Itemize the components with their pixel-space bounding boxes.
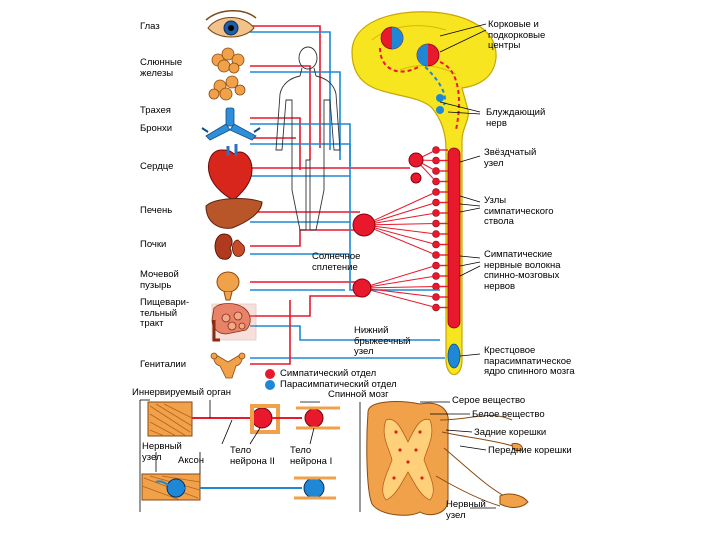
label-spinal-cord: Спинной мозг	[328, 389, 389, 400]
kidneys-icon	[214, 233, 245, 260]
label-digestive: Пищевари- тельный тракт	[140, 297, 190, 329]
legend-parasympathetic-marker	[265, 380, 275, 390]
legend-parasympathetic-label: Парасимпатический отдел	[280, 379, 397, 390]
label-neuron-1: Тело нейрона I	[290, 445, 333, 467]
label-bronchi: Бронхи	[140, 123, 173, 134]
label-innervated-organ: Иннервируемый орган	[132, 387, 232, 398]
label-neuron-2: Тело нейрона II	[230, 445, 275, 467]
genitals-icon	[210, 352, 246, 379]
legend-sympathetic-marker	[265, 369, 275, 379]
liver-icon	[205, 198, 263, 229]
digestive-tract-icon	[211, 303, 257, 342]
heart-icon	[208, 144, 253, 201]
right-leader-lines	[439, 23, 487, 357]
sympathetic-chain	[432, 146, 448, 312]
brain-and-spinal-cord	[351, 11, 497, 376]
sacral-parasympathetic-nucleus	[447, 343, 461, 369]
legend	[265, 369, 275, 390]
label-kidneys: Почки	[140, 239, 167, 250]
reflex-arc-diagram	[139, 399, 361, 512]
label-vagus: Блуждающий нерв	[486, 107, 546, 129]
eye-icon	[205, 10, 257, 38]
label-liver: Печень	[140, 205, 173, 216]
plexus-fan-lines	[361, 149, 437, 308]
label-lower-mesenteric: Нижний брыжеечный узел	[354, 325, 411, 357]
label-sympathetic-fibers: Симпатические нервные волокна спинно-моз…	[484, 249, 561, 292]
trachea-bronchi-icon	[201, 107, 261, 141]
label-salivary: Слюнные железы	[140, 57, 183, 79]
label-genitals: Гениталии	[140, 359, 187, 370]
label-solar-plexus: Солнечное сплетение	[312, 251, 361, 273]
label-axon: Аксон	[178, 455, 204, 466]
label-stellate: Звёздчатый узел	[484, 147, 537, 169]
stellate-node	[408, 152, 424, 168]
legend-sympathetic-label: Симпатический отдел	[280, 368, 377, 379]
label-posterior-roots: Задние корешки	[474, 427, 547, 438]
sympathetic-column	[447, 147, 461, 329]
label-heart: Сердце	[140, 161, 174, 172]
salivary-glands-icon	[208, 47, 246, 101]
organs	[201, 10, 263, 379]
lower-mesenteric-node	[352, 278, 372, 298]
label-nerve-ganglion-2: Нервный узел	[446, 499, 486, 521]
label-sacral: Крестцовое парасимпатическое ядро спинно…	[484, 345, 575, 377]
label-trachea: Трахея	[140, 105, 171, 116]
label-white-matter: Белое вещество	[472, 409, 545, 420]
label-eye: Глаз	[140, 21, 160, 32]
label-gray-matter: Серое вещество	[452, 395, 526, 406]
human-silhouette	[275, 46, 341, 231]
label-ganglia: Узлы симпатического ствола	[484, 195, 554, 227]
label-nerve-ganglion: Нервный узел	[142, 441, 182, 463]
label-cortical: Корковые и подкорковые центры	[488, 19, 546, 51]
solar-plexus-node	[352, 213, 376, 237]
spinal-cord-cross-section	[366, 401, 529, 516]
label-bladder: Мочевой пузырь	[140, 269, 179, 291]
label-anterior-roots: Передние корешки	[488, 445, 572, 456]
bladder-icon	[216, 271, 240, 301]
